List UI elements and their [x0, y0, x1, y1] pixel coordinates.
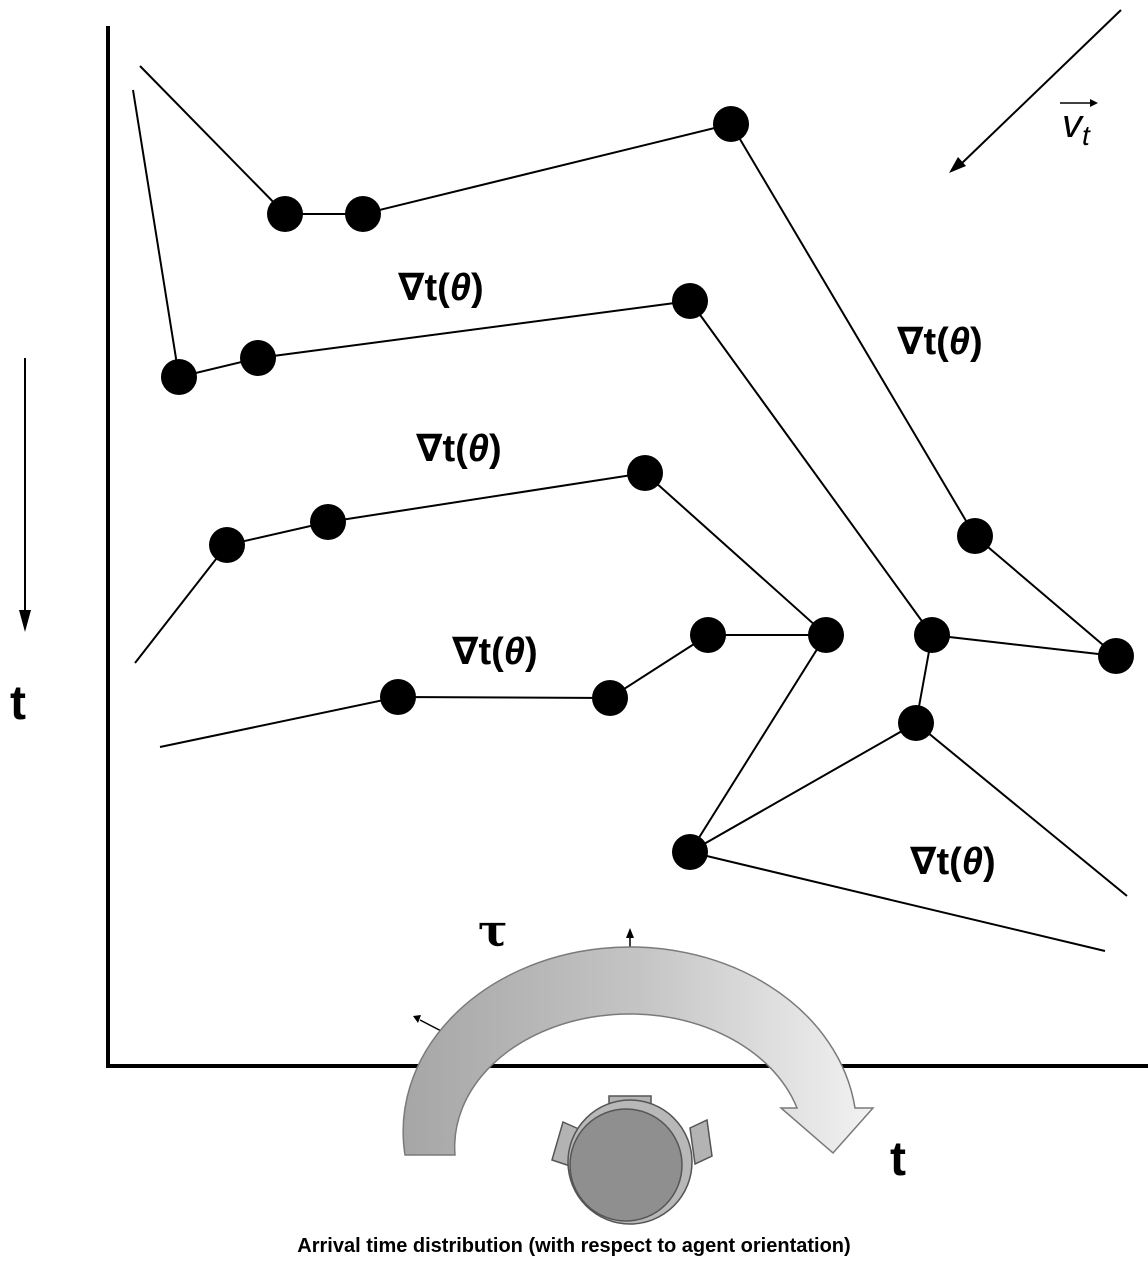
wavefront-2	[132, 89, 1117, 657]
node	[1098, 638, 1134, 674]
wavefront-nodes	[161, 106, 1134, 870]
velocity-label: vt	[1062, 102, 1090, 151]
wavefront-1	[139, 65, 1117, 657]
caption: Arrival time distribution (with respect …	[297, 1235, 851, 1257]
agent-head-icon	[551, 1095, 713, 1225]
node	[898, 705, 934, 741]
node	[690, 617, 726, 653]
velocity-arrow	[949, 9, 1122, 173]
node	[592, 680, 628, 716]
gradient-label: ∇t(θ)	[398, 265, 484, 309]
node	[914, 617, 950, 653]
time-axis-label-bottom: t	[890, 1133, 906, 1186]
tau-label: τ	[478, 906, 508, 957]
node	[240, 340, 276, 376]
node	[380, 679, 416, 715]
node	[345, 196, 381, 232]
node	[310, 504, 346, 540]
gradient-label: ∇t(θ)	[910, 839, 996, 883]
node	[713, 106, 749, 142]
curved-arrow-icon	[402, 946, 875, 1156]
axes	[106, 26, 1148, 1068]
time-direction-arrow	[19, 358, 31, 632]
wavefront-5	[687, 721, 1128, 952]
node	[957, 518, 993, 554]
gradient-label: ∇t(θ)	[416, 426, 502, 470]
node	[209, 527, 245, 563]
node	[267, 196, 303, 232]
node	[672, 834, 708, 870]
node	[627, 455, 663, 491]
node	[672, 283, 708, 319]
time-axis-label-left: t	[10, 677, 26, 730]
gradient-label: ∇t(θ)	[452, 629, 538, 673]
gradient-label: ∇t(θ)	[897, 319, 983, 363]
node	[808, 617, 844, 653]
wavefront-3	[134, 471, 828, 853]
node	[161, 359, 197, 395]
